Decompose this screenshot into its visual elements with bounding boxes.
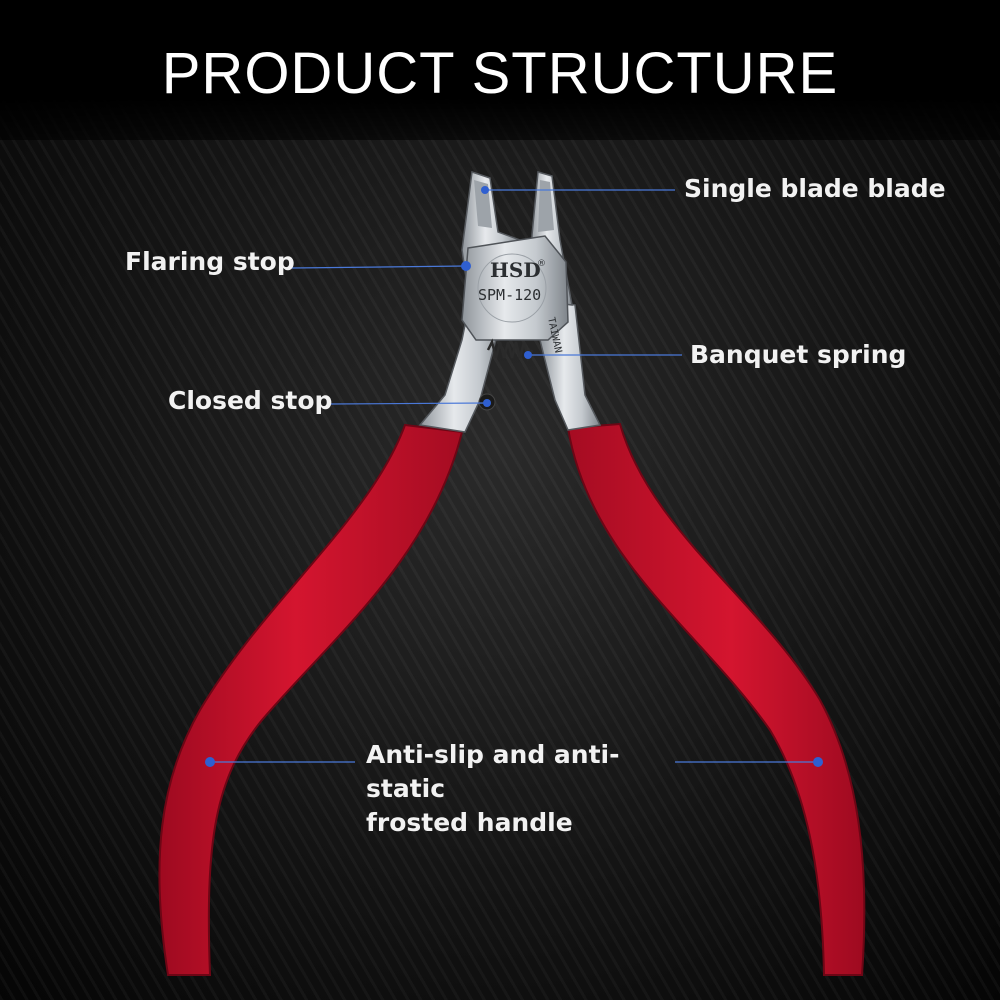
left-handle [158,423,464,976]
marker-flaring-stop [461,261,471,271]
label-handle-line2: frosted handle [366,808,573,837]
label-banquet-spring: Banquet spring [690,340,907,369]
registered-mark: ® [537,259,546,269]
brand-engraving: HSD [490,258,541,282]
leader-flaring-stop [291,265,467,269]
label-handle-line1: Anti-slip and anti-static [366,740,620,803]
marker-single-blade [481,186,489,194]
right-handle [566,422,866,976]
marker-handle-left [205,757,215,767]
pivot-ring [477,253,547,323]
model-engraving: SPM-120 [478,286,541,304]
marker-handle-right [813,757,823,767]
page-title: PRODUCT STRUCTURE [161,41,839,106]
label-closed-stop: Closed stop [168,386,333,415]
marker-banquet-spring [524,351,532,359]
header-band [0,0,1000,140]
marker-closed-stop [483,399,491,407]
leader-closed-stop [329,402,488,405]
spring-icon [486,338,534,362]
label-single-blade: Single blade blade [684,174,946,203]
pivot-head [461,235,569,341]
label-handle: Anti-slip and anti-static frosted handle [366,738,686,840]
label-flaring-stop: Flaring stop [125,247,295,276]
right-jaw-blade-edge [538,180,554,232]
